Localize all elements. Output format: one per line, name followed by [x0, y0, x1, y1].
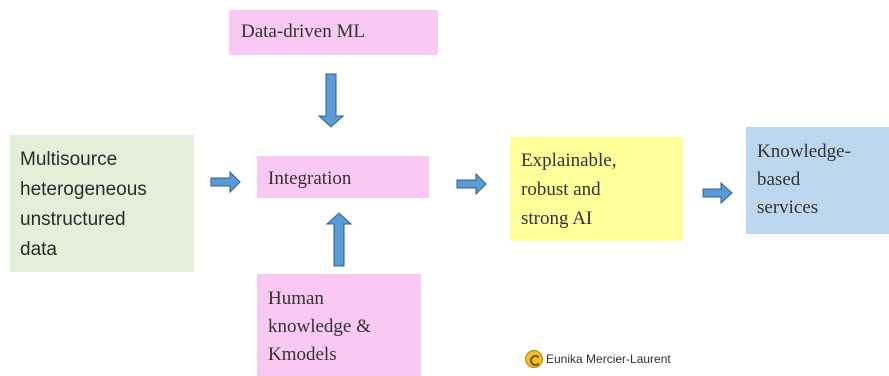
node-label: Data-driven ML: [241, 21, 365, 42]
node-label: Multisource heterogeneous unstructured d…: [20, 149, 147, 260]
node-label: Explainable, robust and strong AI: [521, 150, 617, 229]
node-explainable-ai: Explainable, robust and strong AI: [510, 137, 683, 241]
node-label: Knowledge- based services: [757, 141, 851, 218]
node-human-knowledge: Human knowledge & Kmodels: [257, 274, 421, 376]
node-data-driven-ml: Data-driven ML: [229, 10, 438, 55]
author-credit: Eunika Mercier-Laurent: [525, 350, 671, 368]
node-multisource-data: Multisource heterogeneous unstructured d…: [10, 135, 194, 272]
copyright-logo-icon: [525, 350, 543, 368]
arrow-source-to-integration: [210, 170, 241, 194]
node-integration: Integration: [257, 156, 429, 198]
arrow-human-to-integration: [325, 212, 353, 267]
node-label: Human knowledge & Kmodels: [268, 288, 371, 365]
node-knowledge-services: Knowledge- based services: [746, 127, 889, 234]
arrow-ml-to-integration: [317, 73, 345, 128]
node-label: Integration: [268, 168, 352, 189]
arrow-integration-to-ai: [456, 172, 487, 196]
arrow-ai-to-services: [702, 181, 733, 205]
author-name: Eunika Mercier-Laurent: [546, 352, 671, 366]
